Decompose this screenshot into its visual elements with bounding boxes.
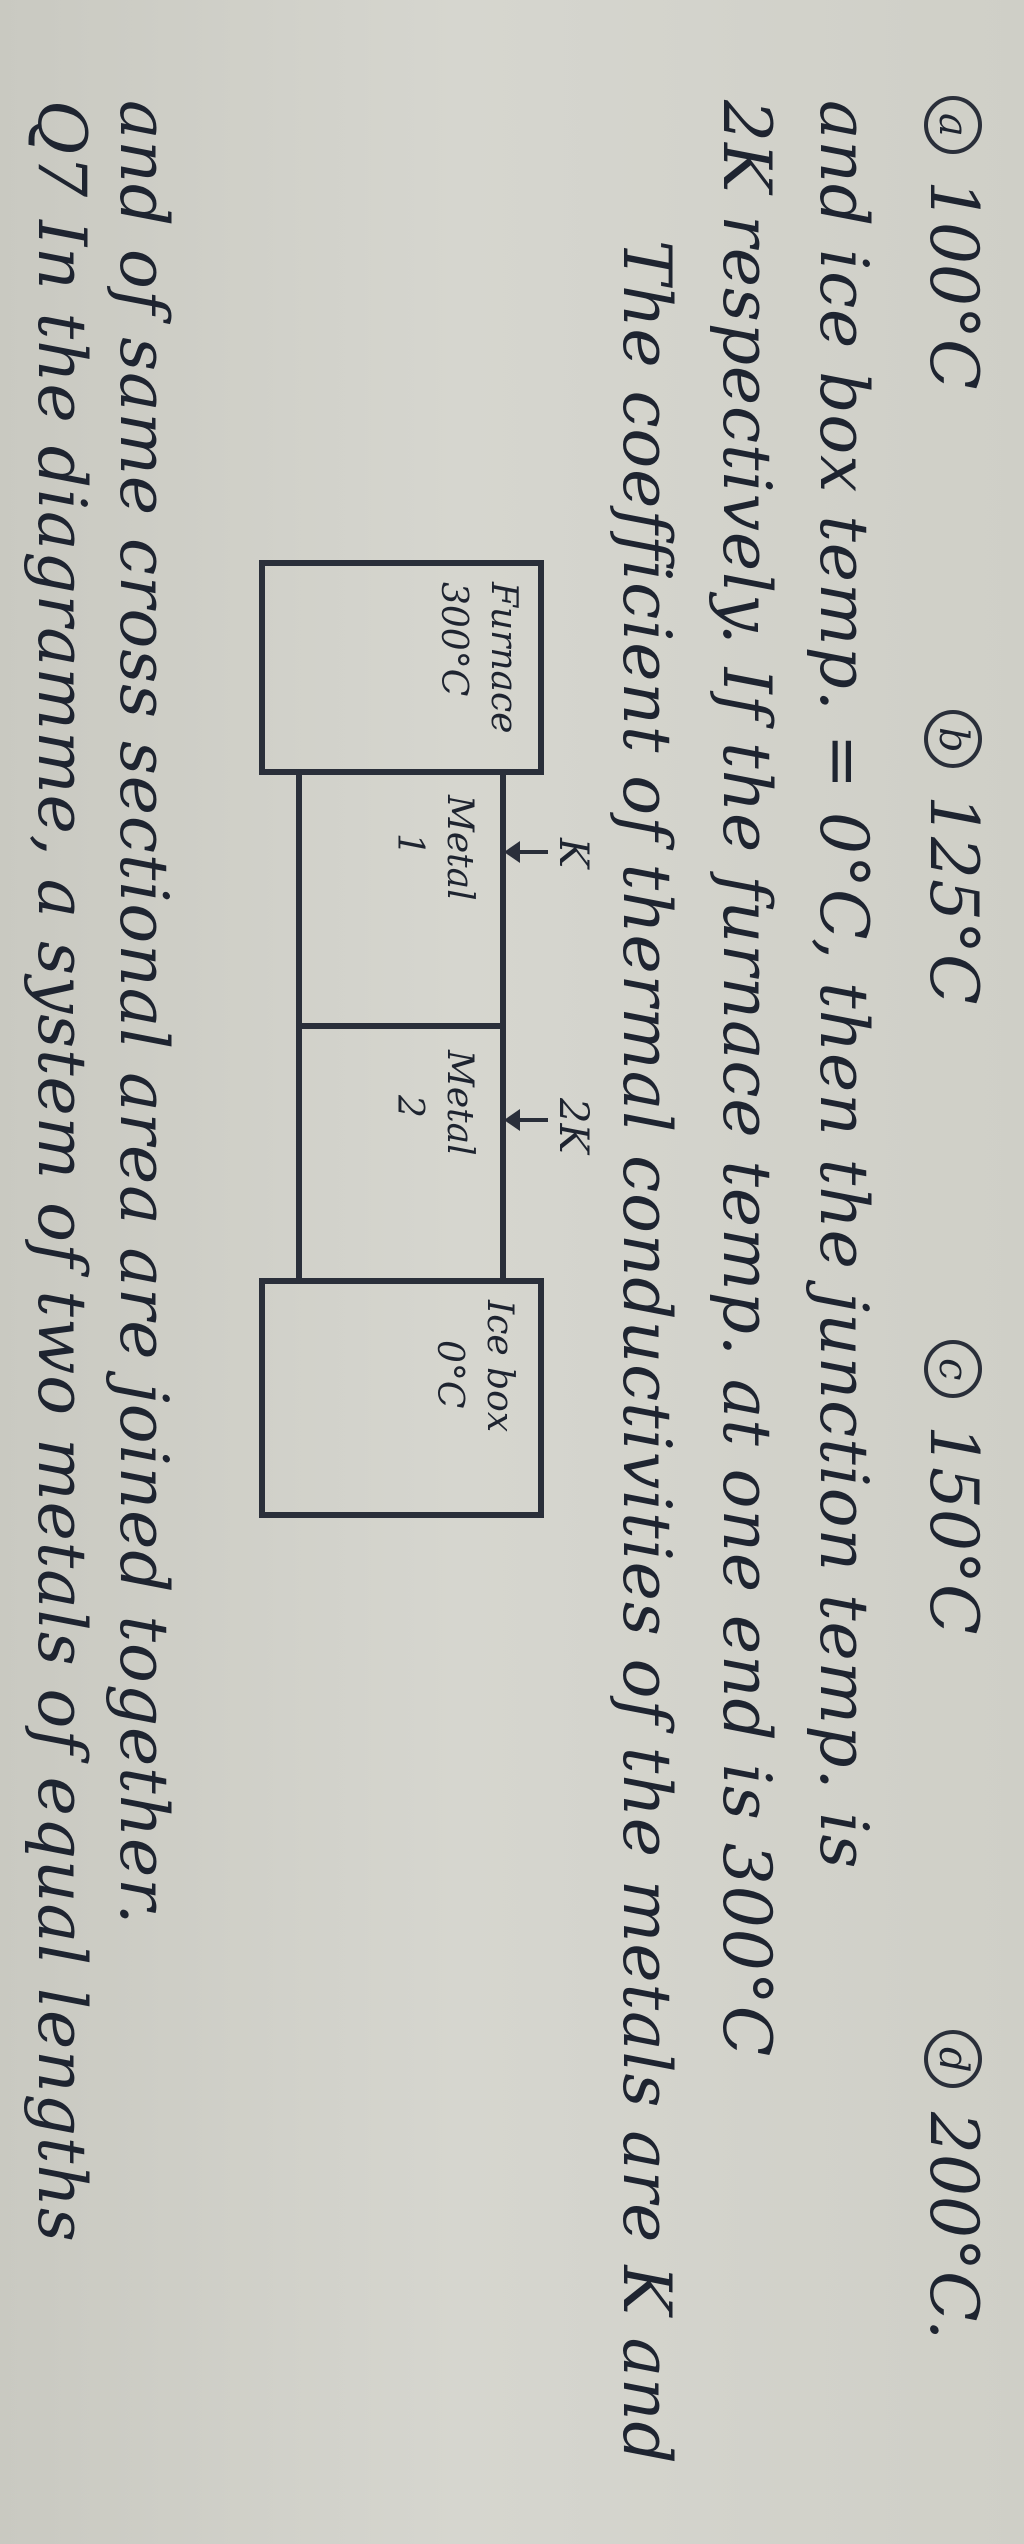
metal1-number: 1	[389, 833, 430, 856]
metal1-arrow-icon	[508, 850, 548, 854]
icebox-label: Ice box	[479, 1300, 520, 1433]
metal1-conductivity: K	[550, 838, 596, 868]
metal-rod: Metal 1 Metal 2	[296, 769, 506, 1284]
option-d-letter: d	[930, 2047, 976, 2073]
furnace-box: Furnace 300°C	[259, 560, 544, 775]
metal2-label: Metal	[439, 1050, 480, 1156]
furnace-temp: 300°C	[433, 582, 474, 697]
icebox-box: Ice box 0°C	[259, 1278, 544, 1518]
metal2-number: 2	[389, 1095, 430, 1118]
question-line-5: and ice box temp. = 0°C, then the juncti…	[805, 100, 882, 1870]
icebox-temp: 0°C	[429, 1340, 470, 1409]
furnace-label: Furnace	[483, 582, 524, 734]
rod-junction-line	[302, 1023, 500, 1029]
question-line-2: and of same cross sectional area are joi…	[105, 100, 182, 1926]
option-b-letter: b	[930, 727, 976, 753]
option-b-text: 125°C	[915, 795, 992, 1005]
metal2-arrow-icon	[508, 1118, 548, 1122]
question-line-4: 2K respectively. If the furnace temp. at…	[708, 100, 785, 2058]
option-c-letter: c	[930, 1358, 976, 1381]
metal2-conductivity: 2K	[550, 1098, 596, 1154]
option-a-letter: a	[930, 113, 976, 137]
question-line-1: Q7 In the diagramme, a system of two met…	[23, 100, 100, 2243]
option-d-text: 200°C.	[915, 2112, 992, 2341]
metal1-label: Metal	[439, 795, 480, 901]
option-c-text: 150°C	[915, 1425, 992, 1635]
question-line-3: The coefficient of thermal conductivitie…	[608, 240, 685, 2465]
option-a-text: 100°C	[915, 180, 992, 390]
